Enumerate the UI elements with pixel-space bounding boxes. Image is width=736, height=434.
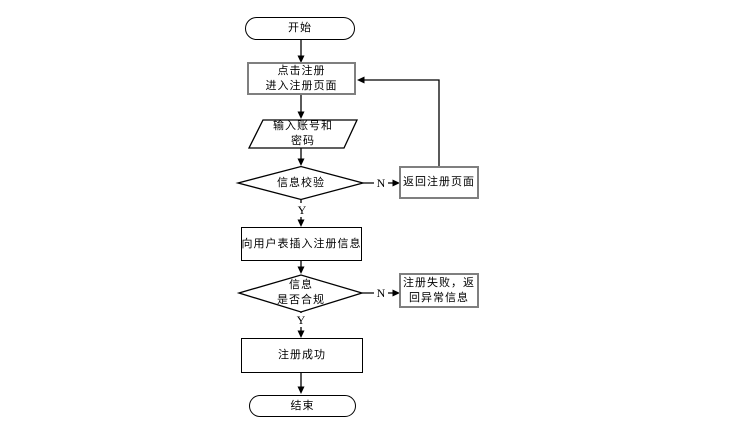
arrowhead-down-icon xyxy=(297,219,305,227)
compliant-no-label: N xyxy=(374,286,388,300)
edge-click-register-to-input xyxy=(297,95,305,119)
click-register-label: 点击注册 进入注册页面 xyxy=(265,64,338,92)
return-register-page-label: 返回注册页面 xyxy=(403,176,475,188)
arrowhead-down-icon xyxy=(297,386,305,394)
input-account-parallelogram xyxy=(247,119,359,149)
click-register-node: 点击注册 进入注册页面 xyxy=(247,62,356,95)
register-success-label: 注册成功 xyxy=(278,349,326,361)
edge-input-to-verify xyxy=(297,148,305,166)
input-account-label: 输入账号和 密码 xyxy=(273,120,333,147)
arrowhead-down-icon xyxy=(297,55,305,63)
register-fail-node: 注册失败，返 回异常信息 xyxy=(399,273,479,308)
start-node: 开始 xyxy=(245,17,355,40)
info-compliant-label: 信息 是否合规 xyxy=(277,279,325,306)
arrowhead-down-icon xyxy=(297,111,305,119)
edge-success-to-end xyxy=(297,373,305,394)
arrowhead-down-icon xyxy=(297,158,305,166)
register-fail-label: 注册失败，返 回异常信息 xyxy=(403,276,475,304)
verify-yes-label: Y xyxy=(295,203,309,217)
arrowhead-left-icon xyxy=(357,76,365,84)
start-label: 开始 xyxy=(288,22,312,34)
edge-start-to-click-register xyxy=(297,40,305,63)
arrowhead-right-icon xyxy=(392,179,400,187)
compliant-yes-label: Y xyxy=(294,313,308,327)
verify-no-label: N xyxy=(374,176,388,190)
end-label: 结束 xyxy=(290,399,315,412)
verify-info-label: 信息校验 xyxy=(277,176,325,189)
edge-return-page-back-to-click-register xyxy=(357,76,440,166)
arrowhead-right-icon xyxy=(392,289,400,297)
end-node: 结束 xyxy=(249,395,356,417)
edge-line xyxy=(364,79,440,166)
register-success-node: 注册成功 xyxy=(241,338,363,373)
arrowhead-down-icon xyxy=(297,330,305,338)
arrowhead-down-icon xyxy=(297,266,305,274)
return-register-page-node: 返回注册页面 xyxy=(399,166,479,199)
insert-user-info-label: 向用户表插入注册信息 xyxy=(241,237,362,250)
insert-user-info-node: 向用户表插入注册信息 xyxy=(241,227,362,261)
edge-insert-to-compliant xyxy=(297,261,305,274)
